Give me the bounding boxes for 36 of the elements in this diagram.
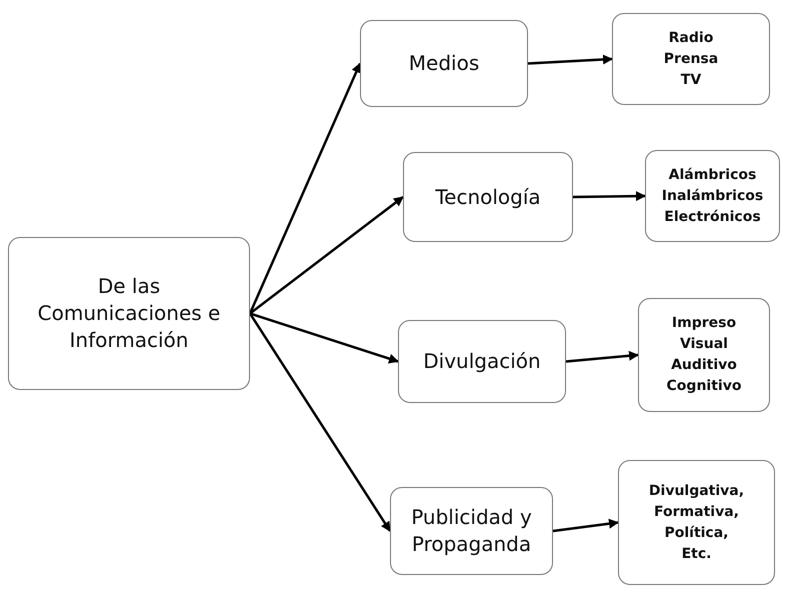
box-label: De las Comunicaciones e Información (36, 273, 222, 354)
arrow (566, 350, 639, 363)
arrow (572, 191, 646, 202)
rounded-box (612, 13, 770, 105)
rounded-box (8, 237, 250, 390)
list-item: Etc. (682, 544, 712, 564)
box-label: Medios (408, 50, 480, 77)
list-item: Prensa (664, 50, 718, 68)
arrow (248, 312, 392, 532)
arrow (552, 518, 619, 532)
list-item: Radio (668, 28, 714, 48)
box-label: Divulgación (422, 348, 542, 375)
rounded-box (390, 487, 553, 575)
list-item: Formativa, (654, 502, 739, 522)
arrow (249, 196, 404, 314)
list-item: Visual (680, 335, 728, 354)
list-item: Cognitivo (666, 377, 742, 396)
list-item: Política, (664, 524, 729, 542)
list-item: Impreso (672, 314, 736, 333)
list-item: Electrónicos (664, 208, 761, 226)
box-label: Publicidad y Propaganda (410, 504, 533, 558)
list-item: TV (680, 70, 702, 90)
rounded-box (638, 298, 770, 412)
rounded-box (398, 320, 566, 403)
arrow (248, 62, 362, 314)
arrow (250, 312, 399, 364)
list-item: Inalámbricos (662, 186, 764, 206)
list-item: Alámbricos (668, 166, 756, 184)
rounded-box (645, 150, 780, 242)
rounded-box (618, 460, 775, 585)
list-item: Auditivo (671, 356, 737, 375)
box-label: Tecnología (434, 184, 542, 210)
rounded-box (403, 152, 573, 242)
list-item: Divulgativa, (648, 482, 744, 500)
arrow (528, 54, 613, 65)
rounded-box (360, 20, 528, 107)
